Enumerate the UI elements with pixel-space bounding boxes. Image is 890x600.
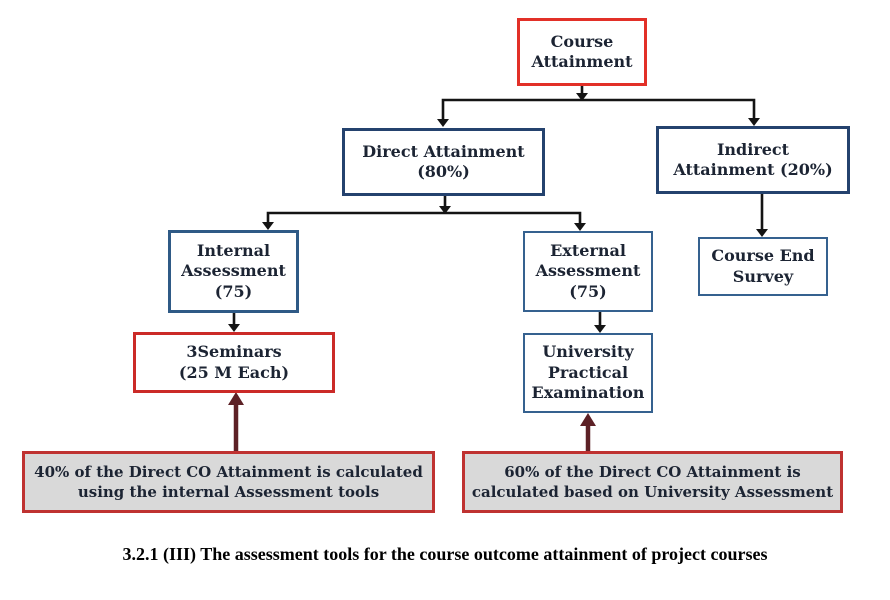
connector-course-to-split: [437, 86, 760, 127]
connector-indirect-to-survey: [756, 194, 768, 237]
node-external-assessment-label: External Assessment (75): [535, 240, 641, 301]
node-internal-assessment: Internal Assessment (75): [168, 230, 299, 313]
node-seminars: 3Seminars (25 M Each): [133, 332, 335, 393]
note-internal-assessment-weight: 40% of the Direct CO Attainment is calcu…: [22, 451, 435, 513]
node-course-attainment: Course Attainment: [517, 18, 647, 86]
arrow-note-right-to-university: [580, 413, 596, 451]
note-university-assessment-weight-label: 60% of the Direct CO Attainment is calcu…: [471, 462, 834, 501]
node-course-end-survey: Course End Survey: [698, 237, 828, 296]
node-university-practical-examination: University Practical Examination: [523, 333, 653, 413]
connector-direct-to-split: [262, 196, 586, 231]
connector-internal-to-seminars: [228, 313, 240, 332]
node-indirect-attainment: Indirect Attainment (20%): [656, 126, 850, 194]
figure-caption: 3.2.1 (III) The assessment tools for the…: [122, 544, 768, 564]
node-seminars-label: 3Seminars (25 M Each): [178, 342, 290, 382]
node-direct-attainment: Direct Attainment (80%): [342, 128, 545, 196]
connector-external-to-university: [594, 312, 606, 333]
node-course-attainment-label: Course Attainment: [531, 31, 633, 71]
node-external-assessment: External Assessment (75): [523, 231, 653, 312]
node-indirect-attainment-label: Indirect Attainment (20%): [673, 139, 833, 179]
arrow-note-left-to-seminars: [228, 392, 244, 451]
node-internal-assessment-label: Internal Assessment (75): [181, 240, 286, 301]
node-university-practical-examination-label: University Practical Examination: [531, 342, 645, 403]
note-internal-assessment-weight-label: 40% of the Direct CO Attainment is calcu…: [34, 462, 423, 501]
node-direct-attainment-label: Direct Attainment (80%): [362, 141, 525, 181]
node-course-end-survey-label: Course End Survey: [711, 246, 815, 286]
note-university-assessment-weight: 60% of the Direct CO Attainment is calcu…: [462, 451, 843, 513]
